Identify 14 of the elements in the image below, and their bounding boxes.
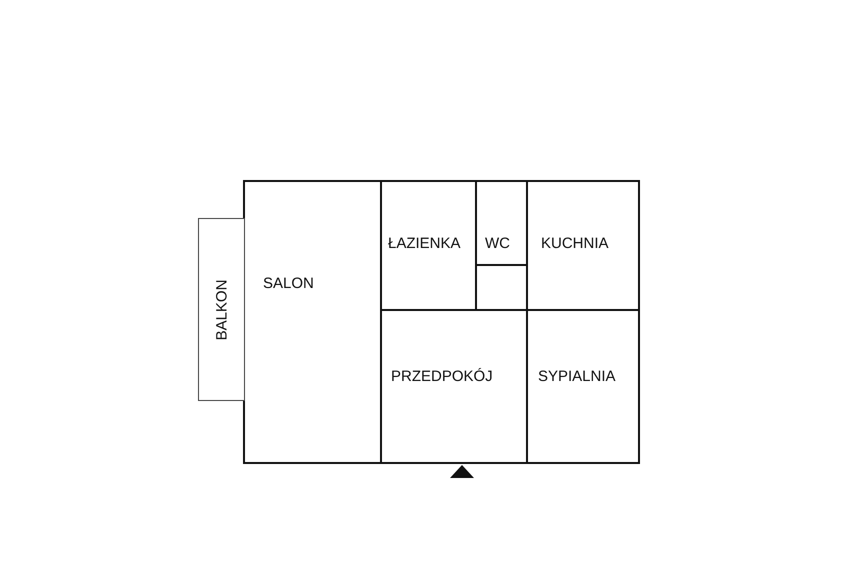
room-label: WC — [485, 235, 510, 252]
room-label: ŁAZIENKA — [388, 235, 461, 252]
room-label: BALKON — [213, 279, 230, 340]
room-label: KUCHNIA — [541, 235, 609, 252]
room-outline — [380, 309, 528, 464]
room-outline — [243, 180, 382, 464]
balcony-outline — [198, 218, 245, 401]
room-label: PRZEDPOKÓJ — [391, 368, 493, 385]
room-outline — [475, 180, 528, 266]
room-outline — [526, 180, 640, 311]
room-outline — [380, 180, 477, 311]
room-label: SALON — [263, 275, 314, 292]
room-outline — [526, 309, 640, 464]
room-label: SYPIALNIA — [538, 368, 616, 385]
